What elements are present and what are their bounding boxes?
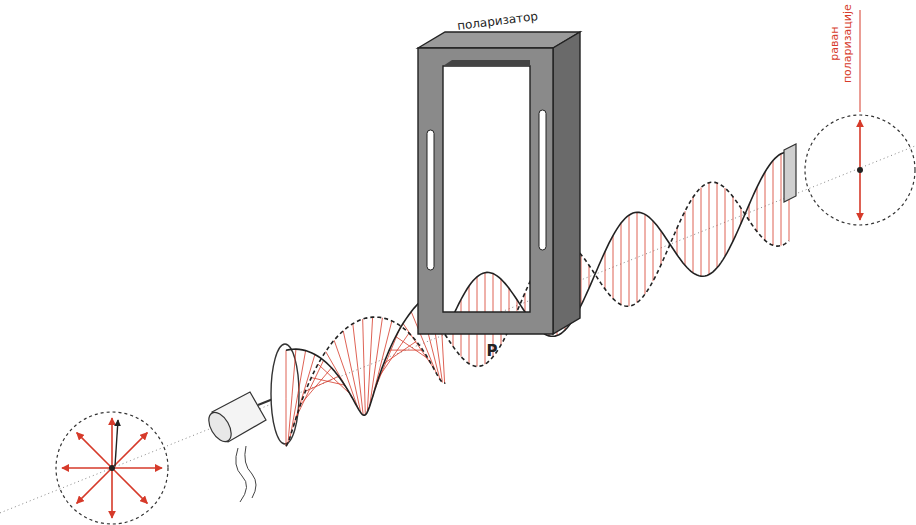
field-line: [637, 212, 638, 302]
field-line: [621, 223, 622, 305]
field-vector: [111, 418, 113, 468]
field-line: [613, 236, 614, 299]
field-line: [311, 378, 328, 382]
field-line: [717, 183, 718, 268]
field-line: [418, 345, 433, 367]
field-line: [677, 228, 678, 255]
field-vector: [62, 467, 112, 469]
field-line: [765, 172, 766, 240]
field-line: [645, 214, 646, 294]
field-line: [370, 317, 373, 364]
field-line: [286, 350, 287, 398]
field-line: [318, 364, 334, 379]
field-line: [364, 367, 365, 415]
field-line: [629, 215, 630, 306]
field-line: [300, 386, 316, 404]
wave-curve: [286, 317, 445, 446]
field-line: [343, 331, 352, 372]
wave-curve: [445, 182, 789, 366]
field-vector: [112, 467, 162, 469]
field-line: [353, 324, 358, 370]
field-line: [709, 183, 710, 275]
field-line: [430, 340, 440, 379]
field-line: [389, 350, 406, 351]
field-line: [725, 188, 726, 256]
field-line: [701, 188, 702, 277]
field-line: [757, 187, 758, 231]
field-line: [773, 161, 774, 246]
polarized-circle: [805, 10, 915, 225]
part-name: поларизатор: [457, 10, 539, 34]
field-line: [322, 376, 339, 384]
field-vector: [77, 468, 112, 503]
field-line: [286, 398, 287, 446]
field-line: [661, 231, 662, 265]
field-line: [292, 349, 296, 396]
field-vector: [112, 468, 147, 503]
unpolarized-circle: [56, 412, 168, 524]
field-vector: [77, 433, 112, 468]
field-line: [525, 293, 526, 312]
light-source: [204, 344, 299, 502]
field-line: [605, 252, 606, 289]
field-line: [442, 336, 445, 383]
field-line: [316, 368, 332, 386]
field-line: [334, 340, 346, 374]
field-line: [376, 318, 382, 362]
field-line: [400, 341, 416, 352]
polarizer-frame: [418, 32, 580, 334]
plane-label: раван поларизације: [829, 4, 854, 84]
field-line: [781, 154, 782, 246]
field-line: [733, 197, 734, 241]
field-vector: [111, 468, 113, 518]
field-line: [653, 221, 654, 281]
center-dot: [109, 465, 115, 471]
wave-curve: [445, 152, 789, 336]
field-line: [288, 396, 292, 443]
field-line: [693, 197, 694, 273]
field-line: [685, 211, 686, 265]
field-line: [298, 351, 306, 394]
part-name: P: [487, 343, 498, 360]
field-line: [370, 362, 376, 406]
screen: [784, 144, 796, 202]
field-vector: [115, 420, 118, 466]
field-line: [396, 336, 412, 347]
field-line: [293, 391, 304, 427]
field-line: [589, 265, 590, 288]
field-line: [363, 319, 364, 367]
